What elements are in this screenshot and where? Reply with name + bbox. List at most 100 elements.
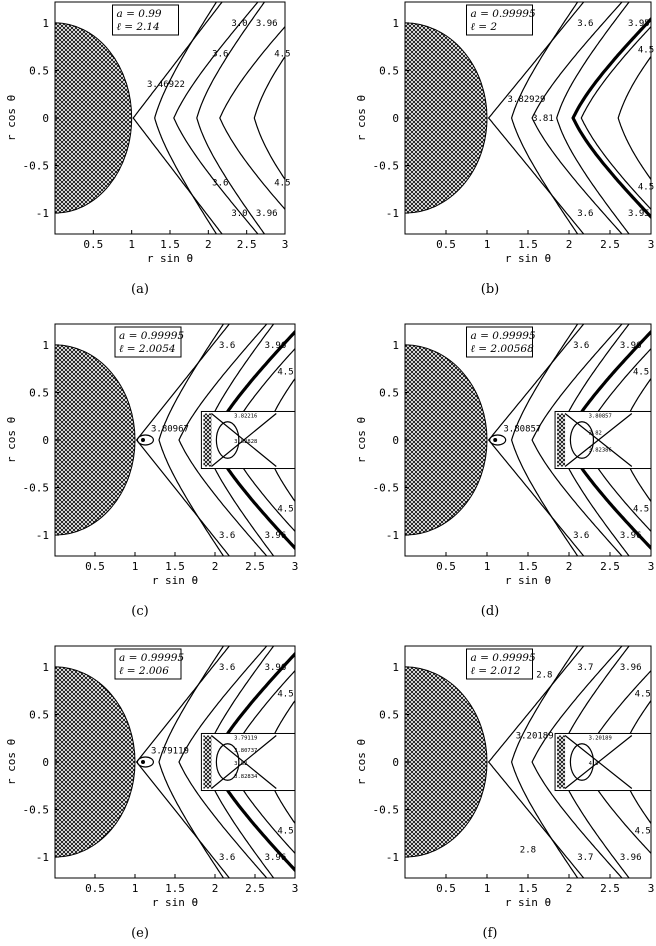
y-tick-label: 0 (392, 112, 399, 125)
x-tick-label: 3 (648, 560, 655, 573)
contour-line (135, 324, 231, 556)
x-tick-label: 3 (292, 560, 299, 573)
contour-line (617, 55, 651, 181)
x-tick-label: 1.5 (165, 882, 185, 895)
contour-label: 3.20189 (516, 731, 554, 741)
x-tick-label: 3 (292, 882, 299, 895)
contour-label: 4.5 (277, 826, 293, 836)
contour-label: 3.0 (231, 19, 247, 29)
critical-point (141, 438, 145, 442)
closed-contour (136, 756, 154, 768)
contour-line (531, 646, 623, 878)
contour-line (531, 324, 623, 556)
x-axis-label: r sin θ (152, 896, 198, 909)
contour-line (556, 2, 630, 234)
inset: 3.82216 3.82828 (200, 410, 296, 470)
y-tick-label: 0.5 (29, 64, 49, 77)
critical-point (141, 760, 145, 764)
y-tick-label: 0 (392, 756, 399, 769)
contour-line (158, 646, 225, 878)
panel-caption: (d) (481, 604, 499, 619)
contour-label: 3.6 (577, 19, 593, 29)
contour-line (531, 2, 623, 234)
contour-label: 3.82929 (508, 95, 546, 105)
contour-label: 3.6 (212, 179, 228, 189)
contour-label: 2.8 (536, 671, 552, 681)
x-axis-label: r sin θ (505, 252, 551, 265)
contour-label: 4.5 (633, 368, 649, 378)
x-tick-label: 1.5 (160, 238, 180, 251)
contour-label: 3.96 (265, 341, 287, 351)
x-tick-label: 2.5 (237, 238, 257, 251)
contour-line (487, 646, 585, 878)
y-axis-label: r cos θ (5, 95, 18, 141)
x-tick-label: 0.5 (85, 560, 105, 573)
contour-label: 3.96 (265, 531, 287, 541)
y-tick-label: -0.5 (373, 804, 400, 817)
contour-label: 3.0 (231, 209, 247, 219)
y-tick-label: 1 (42, 17, 49, 30)
y-tick-label: 1 (392, 339, 399, 352)
inset-label: 3.82828 (234, 439, 257, 445)
contour-label: 4.5 (277, 368, 293, 378)
x-tick-label: 1 (484, 882, 491, 895)
x-tick-label: 2.5 (600, 238, 620, 251)
contour-line (580, 25, 651, 211)
contour-label: 4.5 (277, 504, 293, 514)
contour-label: 3.6 (577, 209, 593, 219)
contour-label: 4.5 (274, 179, 290, 189)
y-tick-label: -1 (386, 529, 399, 542)
contour-line (487, 324, 585, 556)
x-axis-label: r sin θ (152, 574, 198, 587)
inset-label: 3.79119 (234, 735, 257, 741)
contour-label: 3.96 (265, 853, 287, 863)
critical-point (493, 438, 498, 442)
contour-label: 3.96 (620, 853, 642, 863)
svg-text:a = 0.99995: a = 0.99995 (471, 8, 536, 20)
contour-label: 3.6 (219, 531, 235, 541)
contour-label: 3.96 (620, 531, 642, 541)
contour-line (487, 2, 585, 234)
x-tick-label: 0.5 (436, 882, 456, 895)
panel-f: 2.83.73.964.53.201893.794.52.83.73.963.2… (355, 645, 654, 941)
parameter-box: a = 0.99ℓ = 2.14 (112, 4, 179, 36)
closed-contour (489, 434, 507, 446)
panel-caption: (c) (131, 604, 148, 619)
contour-label: 3.80967 (151, 425, 189, 435)
contour-label: 3.95 (628, 19, 650, 29)
inset-label: 4.9 (589, 761, 599, 767)
x-tick-label: 2.5 (600, 560, 620, 573)
contour-line (158, 324, 225, 556)
x-tick-label: 1.5 (518, 560, 538, 573)
x-tick-label: 1 (128, 238, 135, 251)
x-tick-label: 1.5 (165, 560, 185, 573)
y-tick-label: -0.5 (23, 804, 50, 817)
contour-label: 3.81 (532, 114, 554, 124)
y-axis-label: r cos θ (355, 417, 368, 463)
svg-text:a = 0.99995: a = 0.99995 (119, 652, 184, 664)
inset-label: 3.82 (589, 430, 602, 436)
x-tick-label: 2 (566, 560, 573, 573)
y-tick-label: -1 (386, 207, 399, 220)
y-axis-label: r cos θ (5, 417, 18, 463)
x-tick-label: 1 (132, 560, 139, 573)
y-tick-label: 0 (42, 112, 49, 125)
inset-label: 3.82216 (234, 413, 257, 419)
y-tick-label: -1 (36, 851, 49, 864)
y-tick-label: -1 (386, 851, 399, 864)
y-axis-label: r cos θ (5, 739, 18, 785)
contour-label: 4.5 (635, 826, 651, 836)
contour-label: 3.6 (573, 531, 589, 541)
contour-line (196, 2, 266, 234)
x-axis-label: r sin θ (147, 252, 193, 265)
svg-text:ℓ = 2.0054: ℓ = 2.0054 (119, 343, 176, 355)
contour-line (173, 2, 259, 234)
contour-label: 3.46922 (147, 80, 185, 90)
